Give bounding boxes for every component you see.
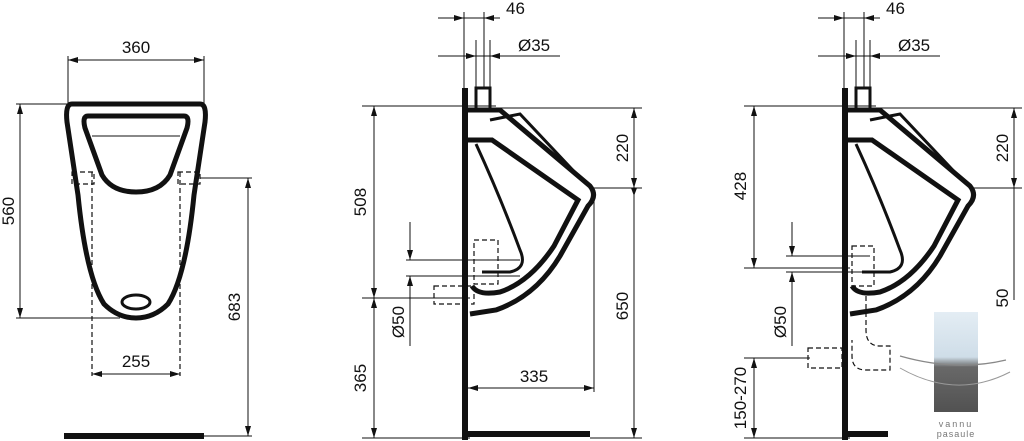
front-floor — [64, 433, 204, 439]
watermark-logo: vannu pasaule — [899, 312, 1011, 439]
side1-drain — [473, 239, 499, 285]
dim-side2-upper-depth: 220 — [993, 134, 1012, 162]
side1-wall — [462, 88, 468, 440]
side1-drain-outlet — [433, 285, 475, 305]
dim-side1-upper-depth: 220 — [613, 134, 632, 162]
dim-side2-drain-height-range: 150-270 — [731, 367, 750, 429]
side2-drain — [851, 245, 875, 287]
front-view: 360 560 255 683 — [0, 38, 252, 439]
dim-side2-offset: 46 — [886, 0, 905, 18]
side1-inlet-pipe — [474, 86, 492, 112]
dim-side1-drain-diameter: Ø50 — [389, 306, 408, 338]
dim-front-height: 560 — [0, 197, 18, 225]
dim-side1-projection: 335 — [520, 367, 548, 386]
side2-floor — [844, 431, 888, 437]
front-bowl-inner — [81, 113, 191, 195]
dim-front-outlet-spacing: 255 — [122, 352, 150, 371]
side-view-1: 46 Ø35 508 365 Ø50 220 650 — [351, 0, 642, 440]
front-drain-hole — [120, 293, 152, 311]
side2-body-outline — [848, 107, 976, 317]
dim-side1-drain-height: 365 — [351, 364, 370, 392]
dim-front-total-height: 683 — [225, 293, 244, 321]
side1-floor — [464, 431, 590, 437]
side2-drain-outlet — [807, 347, 843, 369]
dim-side2-rim-height-partial: 50 — [993, 289, 1012, 308]
side2-wall — [842, 88, 848, 440]
dim-side1-inlet-height: 508 — [351, 188, 370, 216]
dim-side2-pipe-diameter: Ø35 — [898, 36, 930, 55]
side2-inlet-pipe — [854, 86, 872, 112]
dim-side1-offset: 46 — [506, 0, 525, 18]
dim-side2-drain-diameter: Ø50 — [771, 306, 790, 338]
front-bowl-outline — [64, 101, 208, 321]
side1-body-outline — [468, 107, 596, 317]
dim-side1-pipe-diameter: Ø35 — [518, 36, 550, 55]
side1-bowl-inner — [468, 137, 582, 296]
watermark-line1: vannu — [939, 419, 974, 429]
dim-side2-inlet-height: 428 — [731, 172, 750, 200]
front-fixing-left — [71, 171, 95, 185]
side-view-2: 46 Ø35 428 Ø50 150-270 220 50 — [731, 0, 1022, 440]
side2-bowl-inner — [848, 137, 962, 296]
dim-front-width: 360 — [122, 38, 150, 57]
watermark-line2: pasaule — [937, 429, 976, 439]
dim-side1-rim-height: 650 — [613, 292, 632, 320]
